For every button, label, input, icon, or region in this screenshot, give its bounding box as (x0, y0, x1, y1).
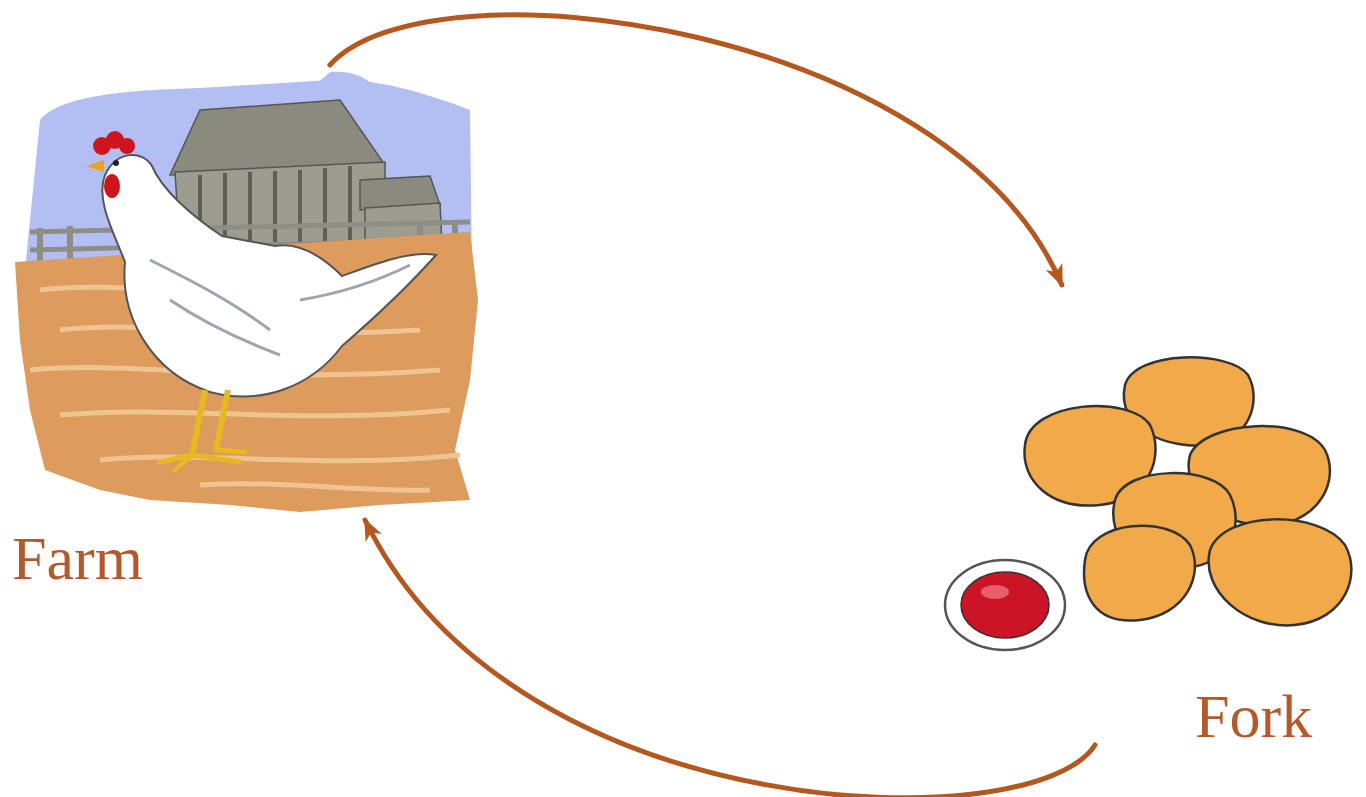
chicken-eye (113, 160, 119, 166)
diagram-node: Fork (940, 285, 1366, 745)
diagram-node: Farm (5, 65, 480, 520)
node-label: Farm (12, 527, 143, 589)
nugget (1084, 526, 1195, 621)
chicken-feet (160, 450, 245, 470)
ketchup-shine (981, 585, 1009, 599)
nugget (1209, 519, 1352, 625)
chicken-wattle (104, 174, 120, 198)
chicken-feathers (150, 260, 410, 355)
sauce-dish (945, 560, 1065, 650)
cycle-arrow (330, 15, 1062, 285)
cycle-arrow (365, 520, 1095, 797)
chicken-comb (119, 138, 135, 154)
chicken-body (102, 155, 436, 397)
chicken-legs (192, 390, 228, 455)
cloud (300, 72, 374, 98)
farm-scene (15, 72, 478, 512)
chicken-beak (86, 160, 104, 172)
ketchup (961, 572, 1049, 638)
node-label: Fork (1195, 685, 1312, 747)
nuggets (1024, 357, 1351, 625)
